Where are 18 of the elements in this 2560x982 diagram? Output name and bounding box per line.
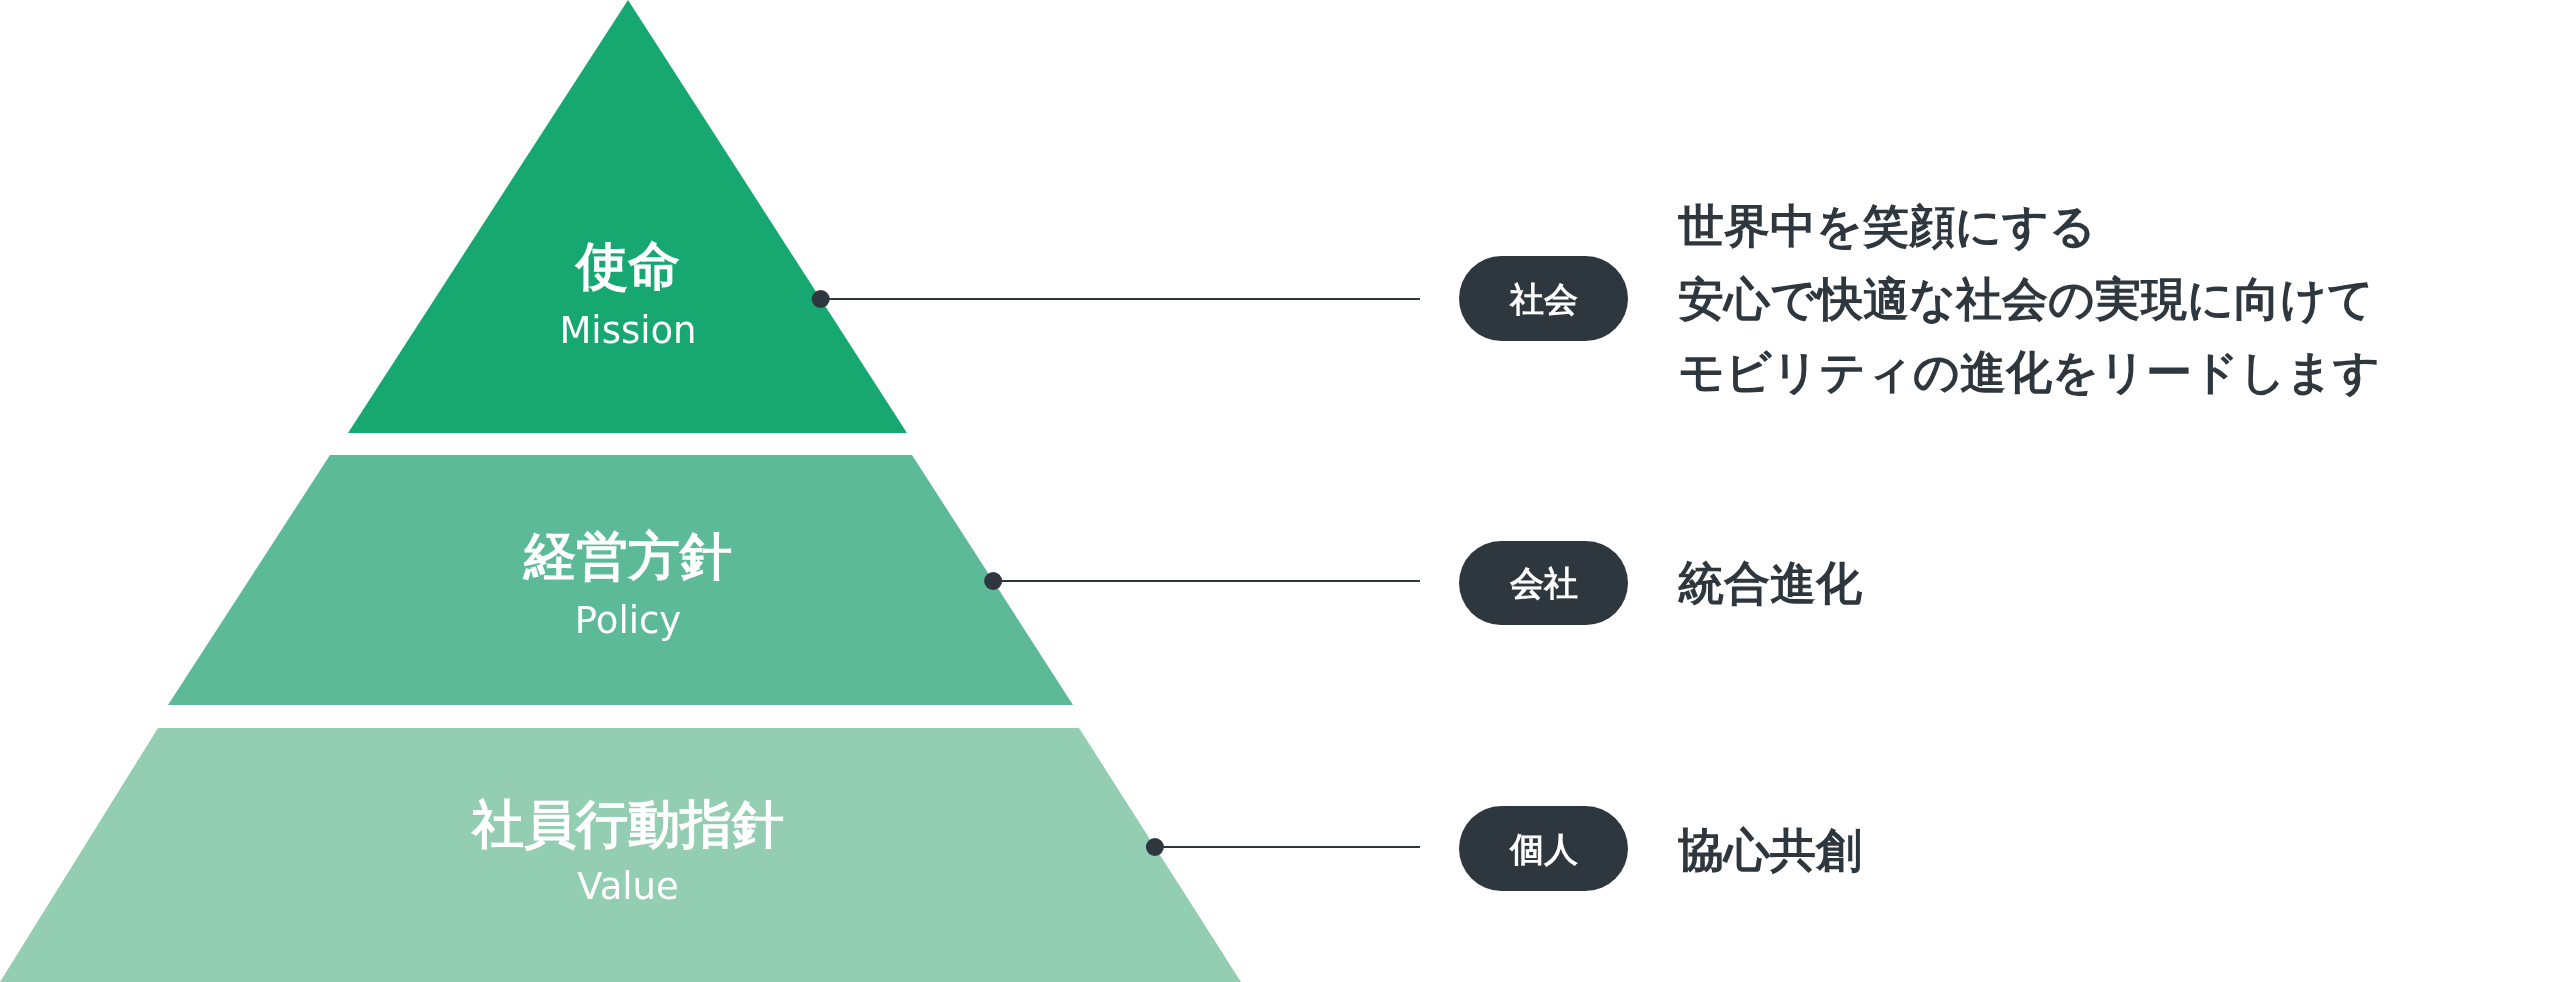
tier-subtitle: Policy [574,601,682,639]
tier-title: 社員行動指針 [472,798,784,850]
tier-subtitle: Mission [559,311,697,349]
statement-text: 統合進化 [1678,555,1862,612]
pyramid-tier [348,0,907,433]
statement-text: 世界中を笑顔にする安心で快適な社会の実現に向けてモビリティの進化をリードします [1678,198,2380,401]
category-tag: 社会 [1459,256,1628,341]
category-tag: 個人 [1459,806,1628,891]
pyramid-tier [0,728,1241,982]
pyramid-tier [168,455,1073,705]
leader-line [1145,838,1421,856]
leader-line [984,572,1421,590]
tier-title: 経営方針 [524,530,732,582]
category-tag: 会社 [1459,541,1628,625]
tier-subtitle: Value [577,867,679,905]
tier-title: 使命 [576,240,680,292]
statement-text: 協心共創 [1678,822,1862,879]
leader-line [811,290,1421,308]
